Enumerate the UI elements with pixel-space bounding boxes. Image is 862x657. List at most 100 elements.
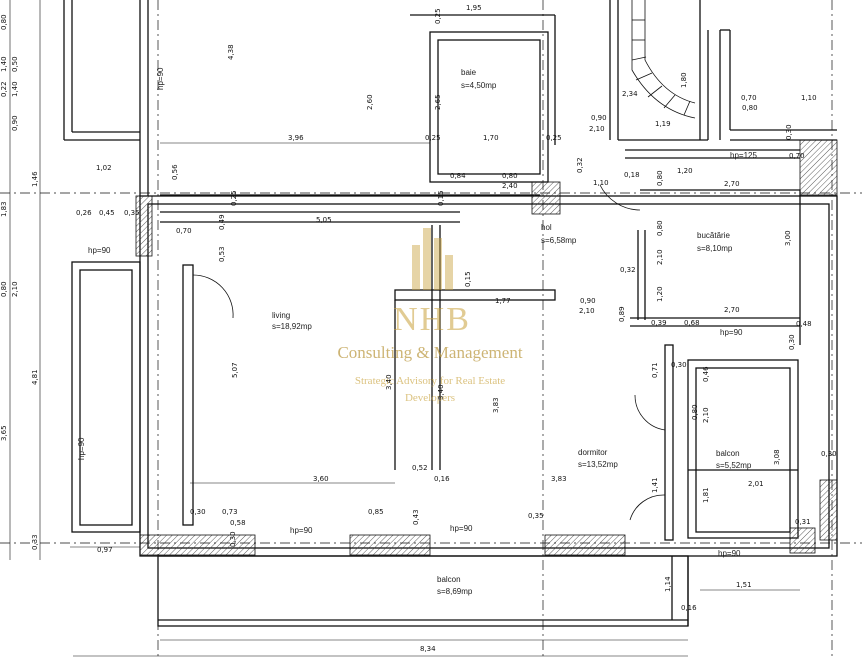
dimension-label: 0,32	[620, 266, 636, 274]
dimension-label: 0,39	[651, 319, 667, 327]
hp-label: hp=90	[718, 549, 741, 558]
dimension-label: 0,53	[218, 246, 226, 262]
dimension-label: 1,83	[0, 201, 8, 217]
dimension-label: 2,70	[724, 180, 740, 188]
dimension-label: 0,70	[176, 227, 192, 235]
dimension-lines	[9, 0, 800, 657]
dimension-label: 0,25	[230, 190, 238, 206]
dimension-label: 1,40	[0, 56, 8, 72]
doors	[192, 184, 666, 521]
dimension-label: 0,71	[651, 362, 659, 378]
watermark: NHB Consulting & Management Strategic Ad…	[337, 228, 523, 404]
dimension-label: 0,45	[99, 209, 115, 217]
dimension-label: 0,31	[795, 518, 811, 526]
dimension-label: 3,96	[288, 134, 304, 142]
watermark-tagline-2: Developers	[405, 392, 455, 404]
dimension-label: 0,97	[97, 546, 113, 554]
hp-label: hp=90	[720, 328, 743, 337]
room-area: s=13,52mp	[578, 460, 618, 469]
dimension-label: 1,81	[702, 487, 710, 503]
building-logo-icon	[412, 228, 453, 290]
dimension-label: 1,46	[31, 171, 39, 187]
dimension-label: 3,08	[773, 449, 781, 465]
dimension-label: 0,90	[580, 297, 596, 305]
dimension-label: 0,80	[656, 220, 664, 236]
dimension-label: 0,90	[591, 114, 607, 122]
dimension-label: 2,10	[702, 407, 710, 423]
watermark-company: Consulting & Management	[337, 343, 522, 362]
dimension-label: 1,41	[651, 477, 659, 493]
room-area: s=18,92mp	[272, 322, 312, 331]
watermark-brand: NHB	[393, 301, 471, 338]
dimension-label: 0,25	[546, 134, 562, 142]
dimension-label: 0,15	[437, 190, 445, 206]
dimension-label: 0,46	[702, 366, 710, 382]
dimension-label: 0,80	[742, 104, 758, 112]
room-area: s=4,50mp	[461, 81, 497, 90]
dimension-label: 1,19	[655, 120, 671, 128]
hp-label: hp=90	[156, 67, 165, 90]
dimension-label: 0,70	[741, 94, 757, 102]
dimension-label: 1,10	[801, 94, 817, 102]
dimension-label: 3,60	[313, 475, 329, 483]
dimension-label: 0,85	[368, 508, 384, 516]
dimension-label: 0,32	[576, 157, 584, 173]
hatched-walls	[135, 139, 838, 556]
dimension-label: 0,80	[656, 170, 664, 186]
dimension-label: 0,30	[821, 450, 837, 458]
dimension-label: 0,26	[76, 209, 92, 217]
dimension-label: 0,33	[31, 534, 39, 550]
dimension-label: 3,40	[385, 374, 393, 390]
dimension-label: 0,90	[11, 115, 19, 131]
dimension-label: 0,80	[691, 404, 699, 420]
dimension-label: 0,80	[0, 281, 8, 297]
dimension-label: 1,40	[11, 81, 19, 97]
dimension-label: 0,18	[624, 171, 640, 179]
dimension-label: 0,30	[229, 531, 237, 547]
stairs	[631, 0, 696, 119]
dimension-label: 0,68	[684, 319, 700, 327]
dimension-label: 0,58	[230, 519, 246, 527]
dimension-label: 2,70	[724, 306, 740, 314]
dimension-label: 0,22	[0, 81, 8, 97]
walls	[63, 0, 838, 627]
dimension-label: 2,10	[589, 125, 605, 133]
room-name: hol	[541, 223, 552, 232]
dimension-label: 1,95	[466, 4, 482, 12]
room-labels: living s=18,92mp baie s=4,50mp hol s=6,5…	[272, 68, 752, 596]
dimension-label: 0,50	[11, 56, 19, 72]
room-name: baie	[461, 68, 477, 77]
room-name: balcon	[437, 575, 461, 584]
hp-label: hp=90	[77, 437, 86, 460]
dimension-label: 0,30	[190, 508, 206, 516]
dimension-label: 0,25	[425, 134, 441, 142]
watermark-tagline-1: Strategic Advisory for Real Estate	[355, 375, 505, 387]
dimension-label: 1,20	[656, 286, 664, 302]
hp-label: hp=90	[290, 526, 313, 535]
hp-label: hp=90	[88, 246, 111, 255]
dimension-label: 1,77	[495, 297, 511, 305]
hp-label: hp=90	[450, 524, 473, 533]
dimension-label: 1,80	[680, 72, 688, 88]
room-area: s=8,69mp	[437, 587, 473, 596]
hp-labels: hp=90 hp=90 hp=90 hp=90 hp=90 hp=90 hp=1…	[77, 67, 757, 558]
dimension-label: 5,05	[316, 216, 332, 224]
room-area: s=6,58mp	[541, 236, 577, 245]
dimension-label: 2,34	[622, 90, 638, 98]
dimension-label: 2,65	[434, 94, 442, 110]
dimension-label: 0,89	[618, 306, 626, 322]
dimension-label: 2,01	[748, 480, 764, 488]
dimension-label: 3,40	[437, 384, 445, 400]
room-name: dormitor	[578, 448, 608, 457]
dimension-label: 0,16	[434, 475, 450, 483]
dimension-label: 0,30	[785, 124, 793, 140]
dimension-label: 3,00	[784, 230, 792, 246]
dimension-label: 8,34	[420, 645, 436, 653]
dimension-label: 2,10	[579, 307, 595, 315]
dimension-label: 1,20	[677, 167, 693, 175]
hp-label: hp=125	[730, 151, 757, 160]
dimension-label: 2,10	[11, 281, 19, 297]
dimension-label: 0,30	[671, 361, 687, 369]
dimension-label: 0,52	[412, 464, 428, 472]
